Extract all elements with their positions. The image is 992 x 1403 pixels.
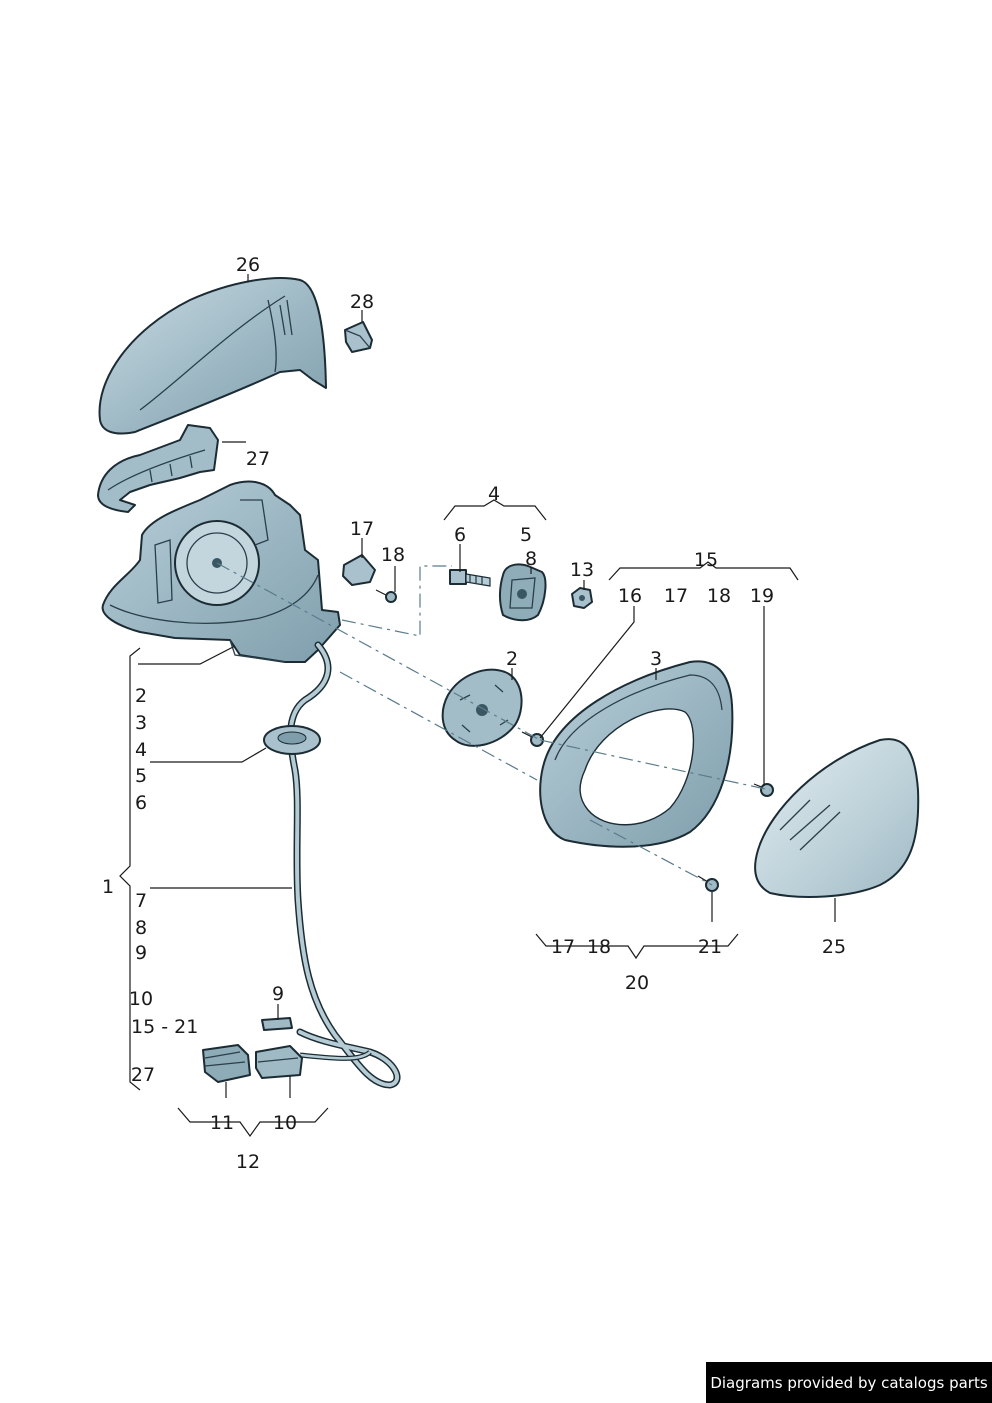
screw-18-part — [375, 589, 397, 603]
group-1-item-5: 5 — [135, 765, 147, 787]
label-6: 6 — [454, 524, 466, 546]
label-2: 2 — [506, 648, 518, 670]
group-1-item-15-21: 15 - 21 — [131, 1016, 198, 1038]
bolt-6-part — [449, 569, 491, 587]
label-25: 25 — [822, 936, 846, 958]
screw-21-part — [697, 875, 719, 892]
group-1-item-27: 27 — [131, 1064, 155, 1086]
label-4-group: 4 — [488, 483, 500, 505]
label-28: 28 — [350, 291, 374, 313]
retainer-17-part — [342, 554, 376, 586]
turn-signal-bracket-part — [97, 424, 219, 513]
cable-grommet-part — [263, 725, 321, 755]
callout-labels: 26 28 27 4 17 6 5 18 8 15 13 16 17 18 19… — [102, 254, 846, 1173]
label-21: 21 — [698, 936, 722, 958]
label-13: 13 — [570, 559, 594, 581]
label-3: 3 — [650, 648, 662, 670]
label-16: 16 — [618, 585, 642, 607]
label-17-right: 17 — [664, 585, 688, 607]
clip-part — [344, 321, 373, 353]
label-11: 11 — [210, 1112, 234, 1134]
label-18-right: 18 — [707, 585, 731, 607]
label-26: 26 — [236, 254, 260, 276]
mirror-cap-part — [98, 277, 327, 435]
group-1-item-6: 6 — [135, 792, 147, 814]
label-5: 5 — [520, 524, 532, 546]
group-1-item-8: 8 — [135, 917, 147, 939]
label-1: 1 — [102, 876, 114, 898]
label-17-top: 17 — [350, 518, 374, 540]
group-1-item-9: 9 — [135, 942, 147, 964]
connector-housing-11-part — [202, 1044, 251, 1083]
label-17-bottom: 17 — [551, 936, 575, 958]
group-1-item-2: 2 — [135, 685, 147, 707]
label-12-group: 12 — [236, 1151, 260, 1173]
group-1-item-7: 7 — [135, 890, 147, 912]
wiring-harness-part — [287, 641, 401, 1089]
assembly-axes — [216, 562, 771, 886]
terminal-part — [261, 1017, 293, 1031]
label-18-top: 18 — [381, 544, 405, 566]
screw-19-part — [753, 783, 774, 797]
group-1-item-10: 10 — [129, 988, 153, 1010]
nut-13-part — [571, 587, 593, 609]
label-20-group: 20 — [625, 972, 649, 994]
screw-16-part — [521, 731, 544, 747]
label-10: 10 — [273, 1112, 297, 1134]
credit-banner: Diagrams provided by catalogs parts — [706, 1362, 992, 1403]
label-9: 9 — [272, 983, 284, 1005]
mirror-glass-part — [754, 738, 920, 898]
connector-10-part — [255, 1045, 303, 1079]
label-19: 19 — [750, 585, 774, 607]
label-18-bottom: 18 — [587, 936, 611, 958]
adapter-plate-part — [499, 563, 547, 622]
leader-lines — [119, 274, 836, 1138]
group-1-item-4: 4 — [135, 739, 147, 761]
label-8: 8 — [525, 548, 537, 570]
mirror-housing-part — [101, 480, 341, 663]
group-1-item-3: 3 — [135, 712, 147, 734]
label-15-group: 15 — [694, 549, 718, 571]
mirror-frame-part — [539, 660, 734, 848]
label-27: 27 — [246, 448, 270, 470]
